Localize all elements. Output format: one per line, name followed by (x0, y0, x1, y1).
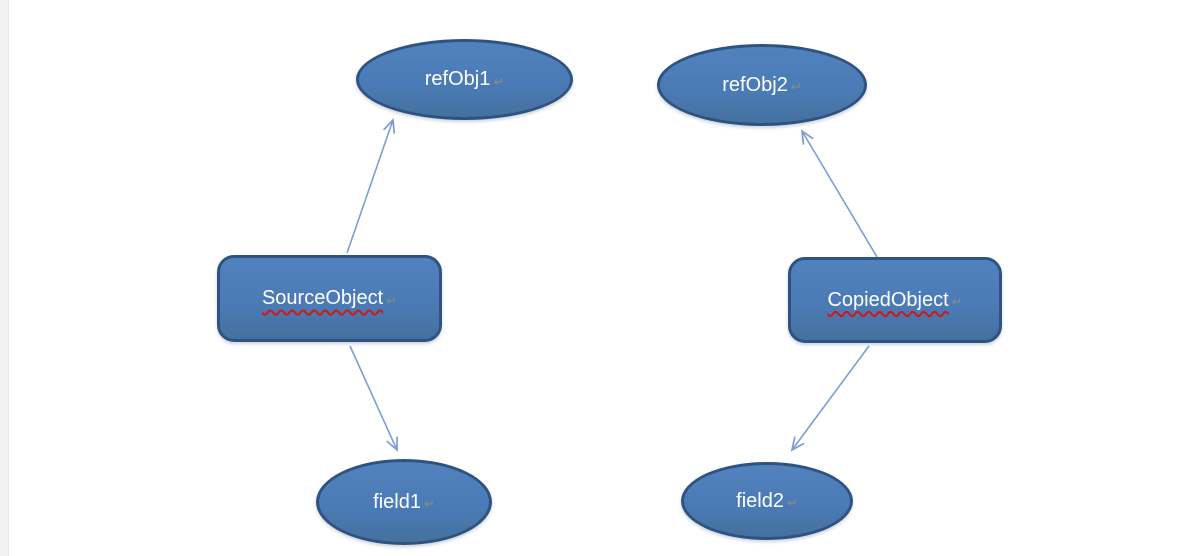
node-field1[interactable]: field1 ↵ (316, 459, 492, 545)
paragraph-mark-icon: ↵ (386, 292, 398, 308)
paragraph-mark-icon: ↵ (786, 495, 798, 510)
paragraph-mark-icon: ↵ (493, 73, 505, 89)
node-copiedobject-label: CopiedObject (827, 288, 949, 311)
paragraph-mark-icon: ↵ (423, 496, 435, 511)
paragraph-mark-icon: ↵ (790, 79, 802, 94)
node-refobj2[interactable]: refObj2 ↵ (657, 44, 867, 126)
node-sourceobject-label: SourceObject (261, 287, 384, 309)
node-sourceobject[interactable]: SourceObject ↵ (217, 255, 442, 342)
node-field2[interactable]: field2 ↵ (681, 462, 853, 540)
node-refobj1-label: refObj1 (424, 68, 491, 90)
page-left-margin (0, 0, 9, 556)
arrow-sourceobject-to-field1[interactable] (349, 345, 398, 452)
node-copiedobject[interactable]: CopiedObject ↵ (788, 257, 1002, 343)
arrow-copiedobject-to-refobj2[interactable] (800, 129, 878, 258)
arrow-sourceobject-to-refobj1[interactable] (346, 118, 396, 254)
arrow-copiedobject-to-field2[interactable] (790, 345, 870, 452)
node-field2-label: field2 (736, 489, 784, 512)
node-refobj1[interactable]: refObj1 ↵ (356, 39, 573, 120)
node-field1-label: field1 (373, 490, 421, 513)
node-refobj2-label: refObj2 (722, 73, 788, 96)
paragraph-mark-icon: ↵ (951, 294, 963, 309)
